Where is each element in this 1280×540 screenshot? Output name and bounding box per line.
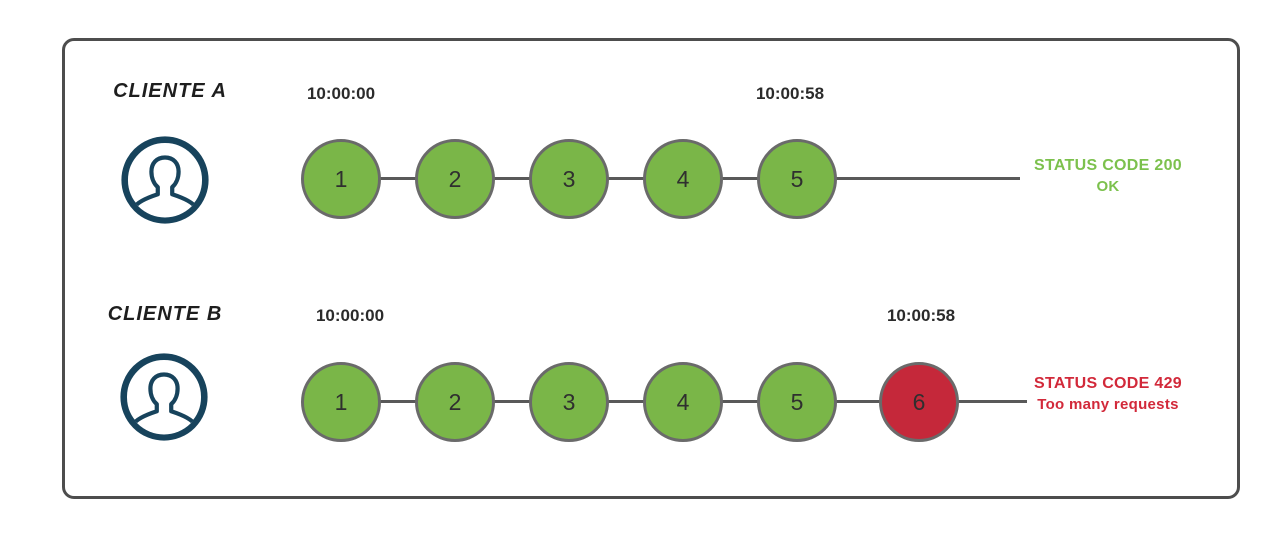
request-circle: 1 (301, 139, 381, 219)
request-circle: 5 (757, 139, 837, 219)
request-circle: 3 (529, 362, 609, 442)
status-message-text: Too many requests (1037, 396, 1179, 413)
client-a-start-time: 10:00:00 (306, 84, 376, 103)
request-circle: 4 (643, 139, 723, 219)
status-result-b: STATUS CODE 429 Too many requests (1022, 374, 1194, 415)
client-a-end-time: 10:00:58 (755, 84, 825, 103)
request-circle: 5 (757, 362, 837, 442)
client-b-label: CLIENTE B (107, 303, 223, 325)
user-avatar-icon (119, 352, 209, 442)
user-avatar-icon (120, 135, 210, 225)
client-b-start-time: 10:00:00 (315, 306, 385, 325)
diagram-frame (62, 38, 1240, 499)
status-result-a: STATUS CODE 200 OK (1022, 156, 1194, 197)
status-message-text: OK (1096, 178, 1120, 195)
status-code-text: STATUS CODE 429 (1034, 375, 1182, 392)
status-code-text: STATUS CODE 200 (1034, 157, 1182, 174)
request-circle: 3 (529, 139, 609, 219)
client-a-label: CLIENTE A (113, 80, 227, 102)
client-b-end-time: 10:00:58 (886, 306, 956, 325)
request-circle: 1 (301, 362, 381, 442)
request-circle: 4 (643, 362, 723, 442)
request-circle: 2 (415, 362, 495, 442)
request-circle-blocked: 6 (879, 362, 959, 442)
request-circle: 2 (415, 139, 495, 219)
